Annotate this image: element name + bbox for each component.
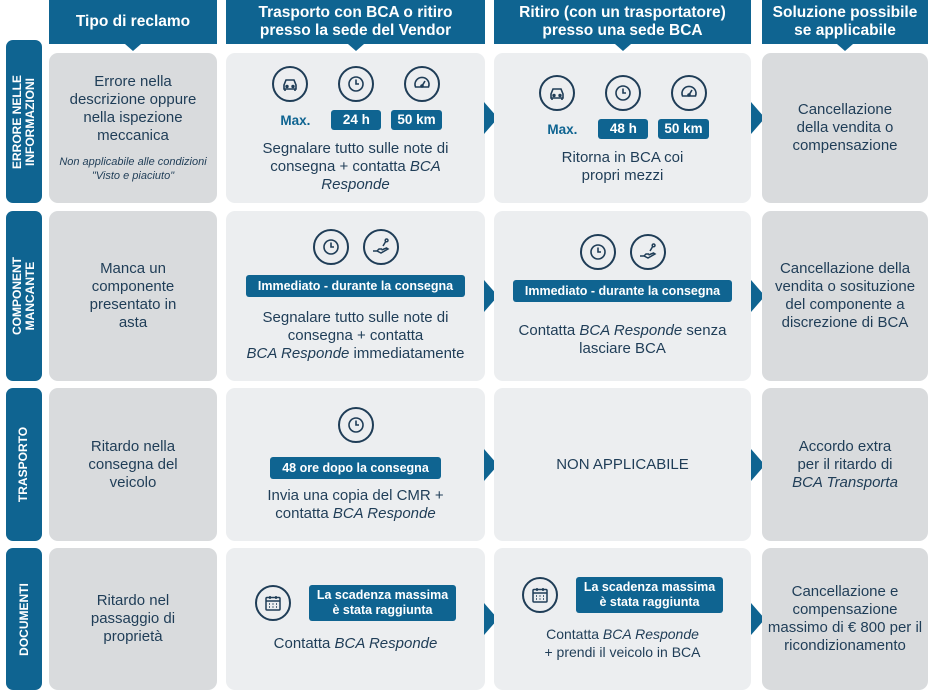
header-ritiro-sede-bca: Ritiro (con un trasportatore) presso una… xyxy=(494,0,751,51)
car-icon xyxy=(538,75,575,111)
instruction-text: Segnalare tutto sulle note di consegna +… xyxy=(262,140,449,193)
cell-ritiro-errore: Max. 48 h 50 km Ritorna in BCA coi propr… xyxy=(494,53,751,203)
speedometer-icon xyxy=(670,75,707,111)
type-cell-errore: Errore nella descrizione oppure nella is… xyxy=(49,53,217,203)
solution-text: Cancellazione e compensazione massimo di… xyxy=(767,583,923,654)
arrow-right xyxy=(751,603,765,635)
clock-icon xyxy=(337,66,374,102)
limit-badges: Max. 24 h 50 km xyxy=(269,110,442,130)
cell-trasporto-trasporto: 48 ore dopo la consegna Invia una copia … xyxy=(226,388,485,541)
clock-icon xyxy=(604,75,641,111)
calendar-icon xyxy=(254,585,291,621)
solution-text: Cancellazione della vendita o sosituzion… xyxy=(774,260,916,331)
hand-wrench-icon xyxy=(629,234,666,270)
icon-row xyxy=(271,66,440,102)
icon-row xyxy=(337,406,374,443)
arrow-right xyxy=(751,449,765,481)
clock-icon xyxy=(312,229,349,265)
solution-text: Cancellazione della vendita o compensazi… xyxy=(792,101,898,154)
timing-pill: 48 ore dopo la consegna xyxy=(270,456,441,479)
arrow-right xyxy=(751,102,765,134)
row-label-trasporto-text: TRASPORTO xyxy=(16,426,31,503)
header-ritiro-sede-bca-text: Ritiro (con un trasportatore) presso una… xyxy=(519,4,726,39)
cell-ritiro-component: Immediato - durante la consegna Contatta… xyxy=(494,211,751,381)
header-soluzione: Soluzione possibile se applicabile xyxy=(762,0,928,51)
icon-row xyxy=(312,229,399,265)
icon-row xyxy=(538,75,707,111)
max-label: Max. xyxy=(280,112,311,128)
instruction-text: Contatta BCA Responde senza lasciare BCA xyxy=(518,322,727,357)
instruction-text: Invia una copia del CMR + contatta BCA R… xyxy=(267,486,444,522)
type-text: Ritardo nel passaggio di proprietà xyxy=(90,592,176,645)
type-note: Non applicabile alle condizioni "Visto e… xyxy=(59,156,207,182)
solution-cell-documenti: Cancellazione e compensazione massimo di… xyxy=(762,548,928,690)
limit-badges: Max. 48 h 50 km xyxy=(536,119,709,139)
header-trasporto-bca: Trasporto con BCA o ritiro presso la sed… xyxy=(226,0,485,51)
calendar-icon xyxy=(521,577,558,613)
solution-cell-component: Cancellazione della vendita o sosituzion… xyxy=(762,211,928,381)
header-soluzione-text: Soluzione possibile se applicabile xyxy=(772,4,918,39)
timing-pill: Immediato - durante la consegna xyxy=(512,280,733,302)
time-badge: 48 h xyxy=(598,119,649,139)
speedometer-icon xyxy=(403,66,440,102)
row-label-trasporto: TRASPORTO xyxy=(6,388,42,541)
clock-icon xyxy=(337,406,374,443)
not-applicable-text: NON APPLICABILE xyxy=(556,455,689,473)
header-trasporto-bca-text: Trasporto con BCA o ritiro presso la sed… xyxy=(258,4,453,39)
type-text: Errore nella descrizione oppure nella is… xyxy=(69,73,197,144)
type-text: Manca un componente presentato in asta xyxy=(89,260,177,331)
instruction-text: Segnalare tutto sulle note di consegna +… xyxy=(246,309,465,362)
distance-badge: 50 km xyxy=(391,110,442,130)
timing-pill: Immediato - durante la consegna xyxy=(245,275,466,297)
icon-row xyxy=(579,234,666,270)
solution-cell-errore: Cancellazione della vendita o compensazi… xyxy=(762,53,928,203)
instruction-text: Contatta BCA Responde xyxy=(273,635,438,652)
instruction-text: Contatta BCA Responde+ prendi il veicolo… xyxy=(544,626,701,660)
car-icon xyxy=(271,66,308,102)
cell-trasporto-component: Immediato - durante la consegna Segnalar… xyxy=(226,211,485,381)
row-label-documenti: DOCUMENTI xyxy=(6,548,42,690)
clock-icon xyxy=(579,234,616,270)
max-label: Max. xyxy=(547,121,578,137)
distance-badge: 50 km xyxy=(658,119,709,139)
header-tipo-di-reclamo: Tipo di reclamo xyxy=(49,0,217,51)
hand-wrench-icon xyxy=(362,229,399,265)
row-label-documenti-text: DOCUMENTI xyxy=(16,582,31,656)
time-badge: 24 h xyxy=(331,110,382,130)
cell-ritiro-trasporto: NON APPLICABILE xyxy=(494,388,751,541)
type-cell-trasporto: Ritardo nella consegna del veicolo xyxy=(49,388,217,541)
type-cell-component: Manca un componente presentato in asta xyxy=(49,211,217,381)
type-text: Ritardo nella consegna del veicolo xyxy=(88,437,178,491)
instruction-text: Ritorna in BCA coi propri mezzi xyxy=(561,149,684,184)
arrow-right xyxy=(751,280,765,312)
cell-trasporto-errore: Max. 24 h 50 km Segnalare tutto sulle no… xyxy=(226,53,485,203)
type-cell-documenti: Ritardo nel passaggio di proprietà xyxy=(49,548,217,690)
